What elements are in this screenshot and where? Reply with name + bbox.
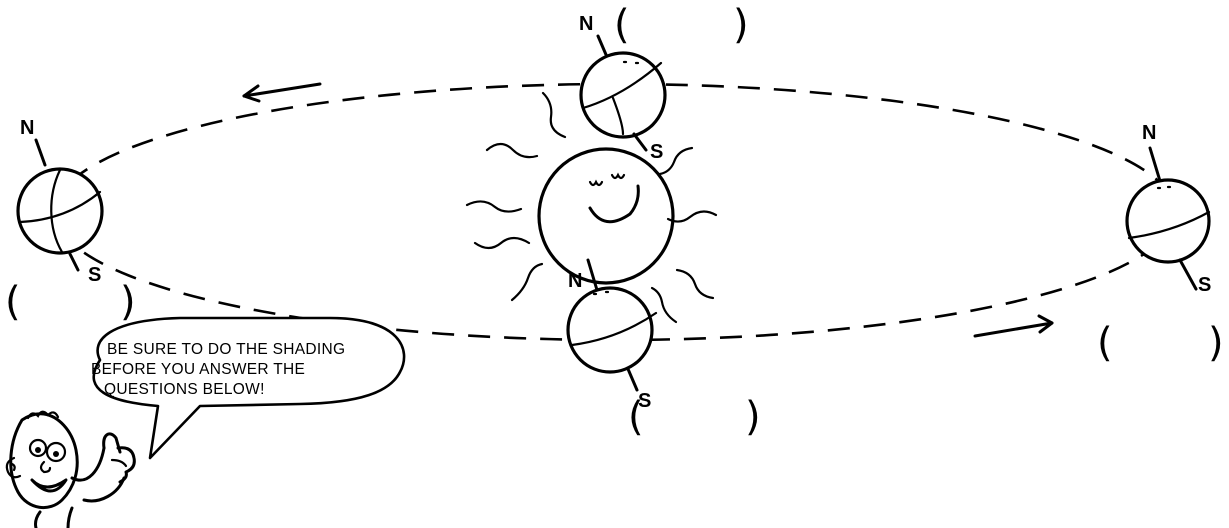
- earth-top: [581, 36, 665, 150]
- speech-bubble-line-3: QUESTIONS BELOW!: [104, 381, 265, 398]
- cartoon-character: [7, 412, 134, 528]
- earth-right: [1127, 148, 1209, 289]
- earth-right-north-label: N: [1142, 122, 1156, 144]
- earth-right-blank-close: ): [1208, 320, 1224, 366]
- earth-bottom-north-label: N: [568, 270, 582, 292]
- orbit-direction-arrow-bottom: [975, 316, 1052, 336]
- earth-bottom-blank-close: ): [745, 394, 761, 440]
- sun: [467, 93, 716, 322]
- earth-top-south-label: S: [650, 141, 663, 163]
- speech-bubble-line-2: BEFORE YOU ANSWER THE: [91, 361, 305, 378]
- earth-left-south-label: S: [88, 264, 101, 286]
- earth-left-blank-open: (: [5, 279, 21, 325]
- earth-left: [18, 140, 102, 270]
- earth-right-south-label: S: [1198, 274, 1211, 296]
- earth-top-blank-open: (: [614, 2, 630, 48]
- earth-right-blank-open: (: [1097, 320, 1113, 366]
- earth-top-blank-close: ): [733, 2, 749, 48]
- earth-left-north-label: N: [20, 117, 34, 139]
- orbit-direction-arrow-top: [244, 84, 320, 101]
- earth-bottom-blank-open: (: [628, 394, 644, 440]
- earth-top-north-label: N: [579, 13, 593, 35]
- earth-left-blank-close: ): [120, 279, 136, 325]
- speech-bubble-line-1: BE SURE TO DO THE SHADING: [107, 341, 345, 358]
